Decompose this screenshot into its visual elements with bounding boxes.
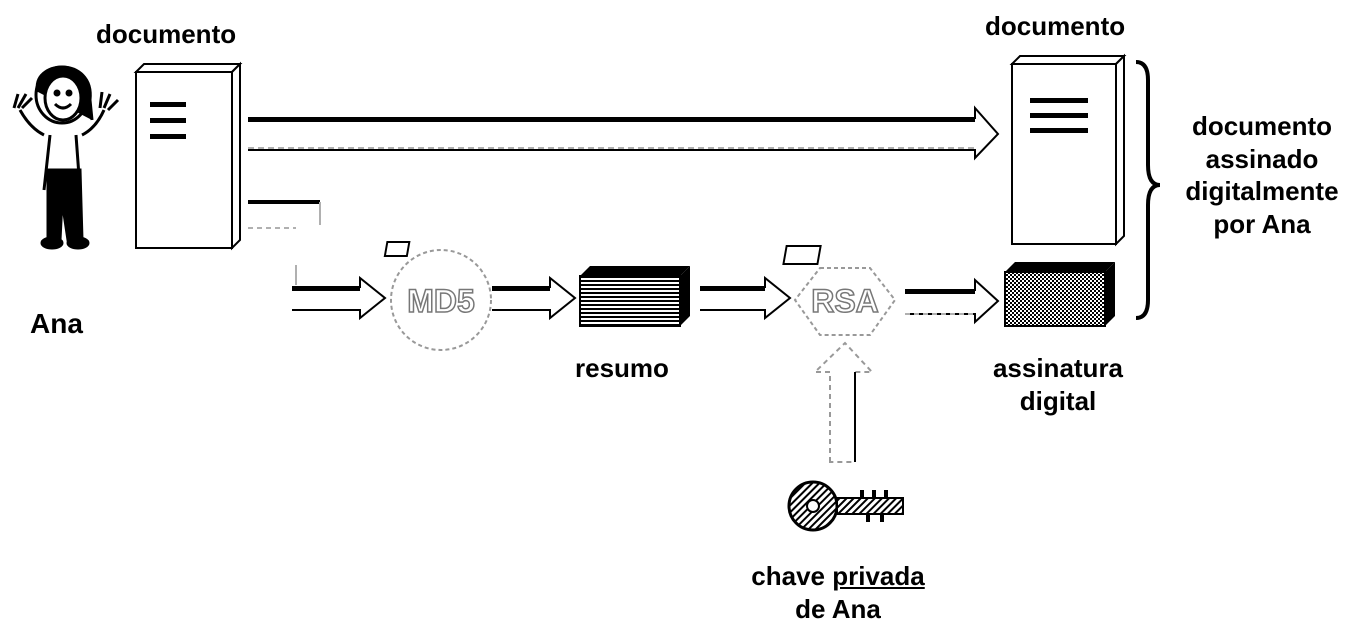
- arrow-to-signature: [905, 277, 1000, 325]
- signature-label: assinatura digital: [968, 352, 1148, 417]
- ana-label: Ana: [30, 308, 83, 339]
- private-key-label: chave privada de Ana: [718, 560, 958, 625]
- rsa-label: RSA: [811, 283, 879, 319]
- signature-block-icon: [1004, 262, 1115, 327]
- digest-label: resumo: [575, 353, 669, 383]
- signature-label-line2: digital: [1019, 385, 1097, 416]
- signed-document-label-line4: por Ana: [1213, 208, 1311, 239]
- arrow-to-cipher: [700, 275, 792, 321]
- ana-figure-icon: [12, 65, 120, 250]
- signed-document-label: documento assinado digitalmente por Ana: [1172, 110, 1352, 240]
- signed-document-label-line3: digitalmente: [1185, 176, 1339, 206]
- left-document-label: documento: [96, 19, 237, 49]
- arrow-to-hash: [292, 275, 387, 321]
- private-key-label-line2: de Ana: [795, 593, 881, 624]
- private-key-label-line1: chave privada: [718, 560, 958, 593]
- right-document-label: documento: [985, 11, 1126, 41]
- md5-label: MD5: [407, 283, 475, 319]
- private-key-word-privada: privada: [832, 561, 925, 591]
- signed-document-label-line1: documento: [1191, 111, 1333, 141]
- left-document-icon: [133, 61, 243, 251]
- md5-hash-node: [383, 241, 492, 351]
- rsa-cipher-node: [782, 245, 897, 336]
- signature-label-line1: assinatura: [992, 353, 1124, 383]
- signed-document-brace: [1135, 60, 1161, 320]
- right-document-icon: [1009, 53, 1127, 247]
- copy-document-arrow: [248, 105, 1000, 161]
- key-to-cipher-arrow: [812, 341, 875, 463]
- digest-block-icon: [579, 266, 690, 327]
- arrow-to-digest: [492, 275, 577, 321]
- document-to-hash-connector: [248, 200, 321, 285]
- signed-document-label-line2: assinado: [1205, 143, 1319, 174]
- private-key-icon: [787, 480, 904, 532]
- private-key-word-chave: chave: [751, 561, 825, 591]
